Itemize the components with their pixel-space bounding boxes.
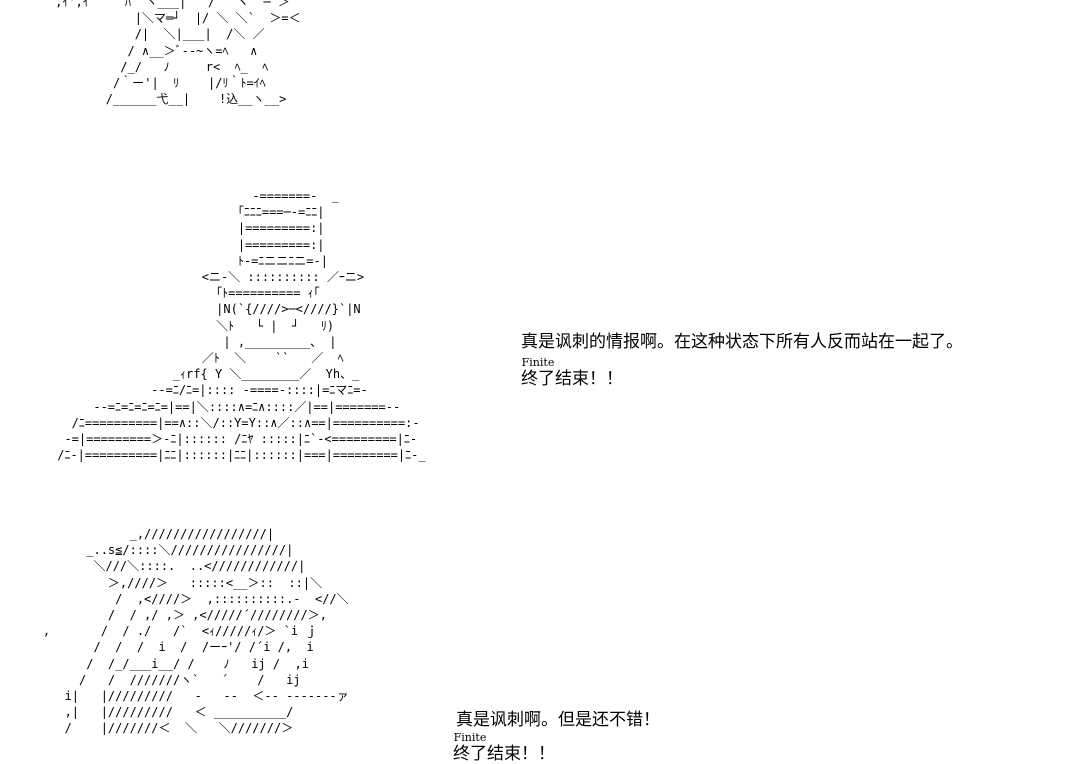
dialogue-line-finite-end-2: Finite 终了 结束！！: [453, 732, 555, 764]
dialogue-line-irony-not-bad: 真是讽刺啊。但是还不错！: [456, 710, 660, 730]
ruby-annotation: Finite 终了: [453, 732, 487, 764]
ruby-text: Finite: [521, 356, 555, 369]
ruby-text: Finite: [453, 731, 487, 744]
ascii-art-figure-top: ,ｲ',ｲ ﾊ ヽ___| / ヾ ─ ＞ |＼マ═┘ |/ ＼ ＼` ＞=＜ …: [55, 0, 301, 107]
ascii-art-figure-hat-man: -=======- _ ｢ﾆﾆﾆ===─-=ﾆﾆ| |=========:| |…: [57, 189, 426, 463]
dialogue-line-rest: 结束！！: [487, 744, 555, 764]
ascii-art-figure-bottom: _,/////////////////| _..s≦/::::＼////////…: [42, 527, 349, 736]
dialogue-line-rest: 结束！！: [555, 369, 623, 389]
dialogue-line-finite-end: Finite 终了 结束！！: [521, 357, 623, 389]
ruby-annotation: Finite 终了: [521, 357, 555, 389]
dialogue-line-irony-info: 真是讽刺的情报啊。在这种状态下所有人反而站在一起了。: [521, 332, 963, 352]
ruby-base: 终了: [521, 369, 555, 389]
ruby-base: 终了: [453, 744, 487, 764]
